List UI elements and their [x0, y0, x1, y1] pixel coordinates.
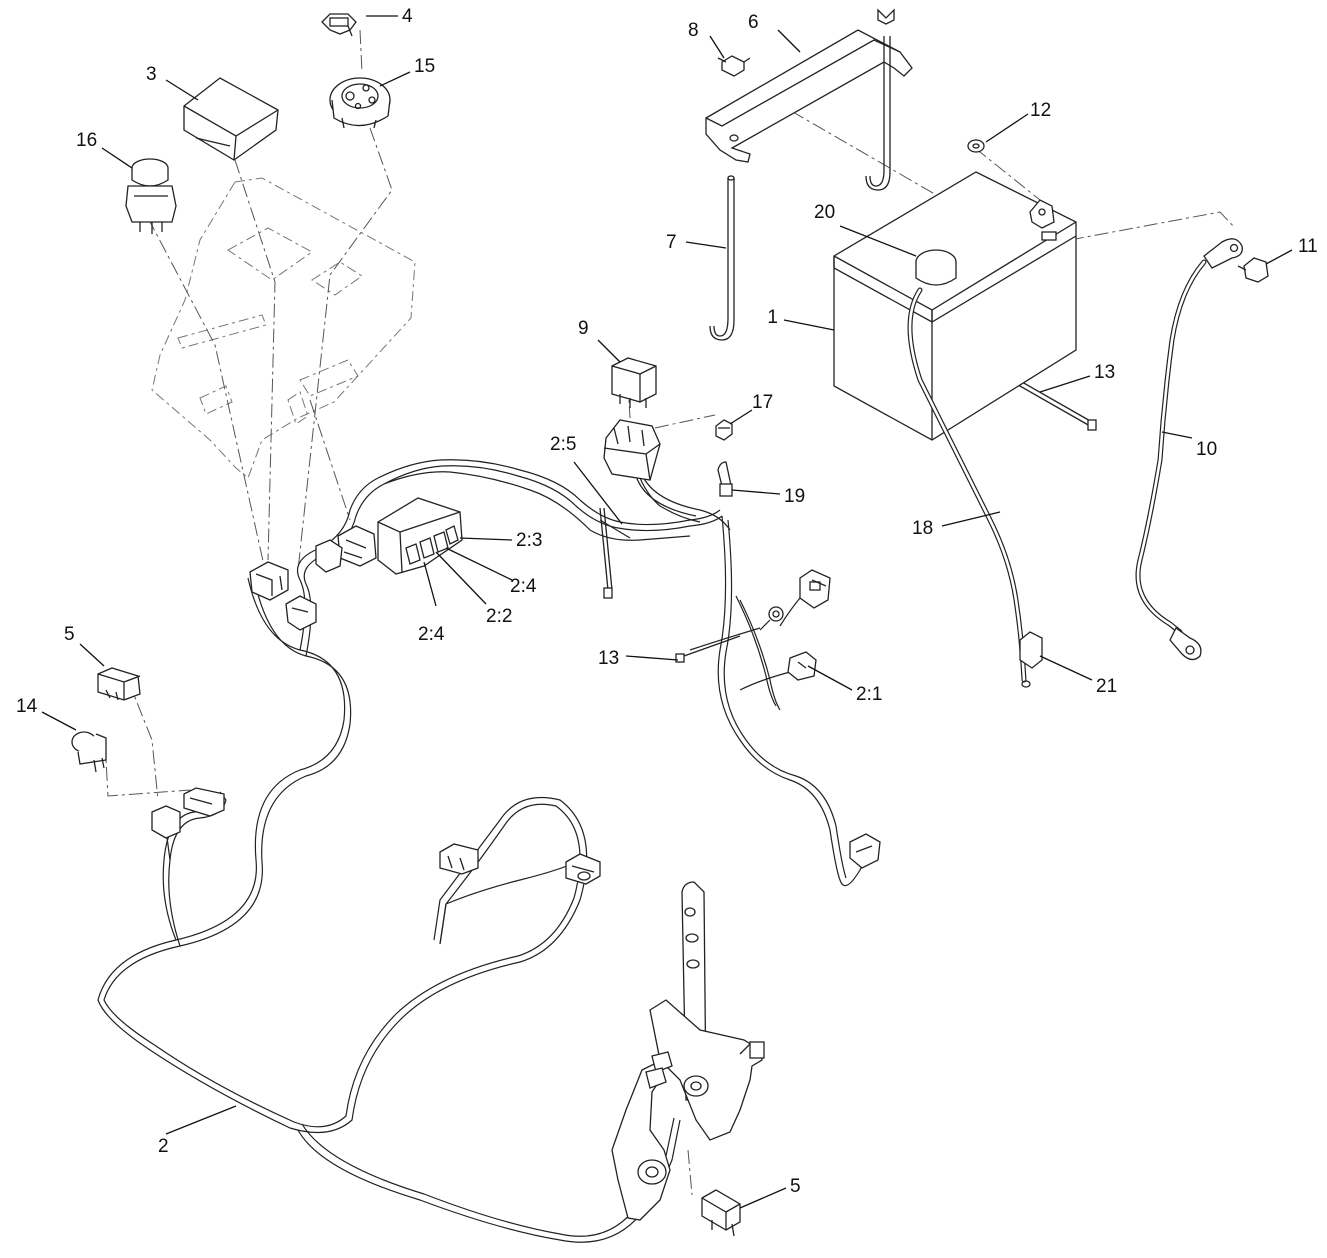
label-2-3: 2:3 — [516, 530, 542, 551]
label-13-harness: 13 — [598, 648, 619, 669]
label-5-upper: 5 — [64, 624, 75, 645]
fuse-block — [377, 497, 463, 575]
label-1: 1 — [767, 307, 778, 328]
label-2-4-left: 2:4 — [418, 624, 445, 645]
leader-lines — [41, 15, 1293, 1209]
label-7: 7 — [666, 232, 677, 253]
label-18: 18 — [912, 518, 933, 539]
label-4: 4 — [402, 6, 413, 27]
label-6: 6 — [748, 12, 759, 33]
label-14: 14 — [16, 696, 38, 717]
label-2-4-right: 2:4 — [510, 576, 537, 597]
label-11: 11 — [1298, 236, 1318, 257]
relay — [611, 357, 657, 408]
battery — [833, 171, 1077, 441]
wire-harness — [97, 459, 881, 1243]
battery-bolt — [1237, 257, 1269, 283]
label-13-battery: 13 — [1094, 362, 1115, 383]
label-17: 17 — [752, 392, 773, 413]
label-2-1: 2:1 — [856, 684, 882, 705]
label-2-2: 2:2 — [486, 606, 512, 627]
battery-nut — [967, 139, 985, 153]
push-switch — [125, 158, 177, 234]
j-bolt — [709, 175, 735, 341]
connector-upper — [97, 667, 141, 701]
control-panel — [151, 177, 416, 479]
label-5-lower: 5 — [790, 1176, 801, 1197]
label-19: 19 — [784, 486, 805, 507]
lever-assembly — [611, 881, 765, 1221]
assembly-guides — [104, 29, 1236, 1196]
part-labels: 1 2 2:1 2:2 2:3 2:4 2:4 2:5 3 4 5 5 6 7 … — [16, 6, 1318, 1197]
screw — [715, 419, 733, 441]
wing-nut — [717, 55, 751, 77]
label-16: 16 — [76, 130, 97, 151]
label-8: 8 — [688, 20, 699, 41]
wire-harness-clip — [717, 461, 733, 497]
label-20: 20 — [814, 202, 835, 223]
label-10: 10 — [1196, 439, 1217, 460]
label-3: 3 — [146, 64, 157, 85]
negative-battery-cable — [1135, 238, 1243, 661]
ignition-switch — [329, 77, 391, 129]
battery-hold-down — [705, 8, 913, 191]
positive-battery-cable — [907, 287, 1043, 688]
cable-tie-harness — [599, 507, 741, 663]
relay-socket — [603, 419, 701, 523]
label-9: 9 — [578, 318, 589, 339]
sensor — [71, 731, 107, 773]
ignition-key — [321, 13, 357, 37]
panel-cover — [183, 77, 279, 161]
connector-lower — [701, 1189, 741, 1237]
label-15: 15 — [414, 56, 435, 77]
label-2: 2 — [158, 1136, 169, 1157]
label-2-5: 2:5 — [550, 434, 576, 455]
label-12: 12 — [1030, 100, 1051, 121]
label-21: 21 — [1096, 676, 1117, 697]
